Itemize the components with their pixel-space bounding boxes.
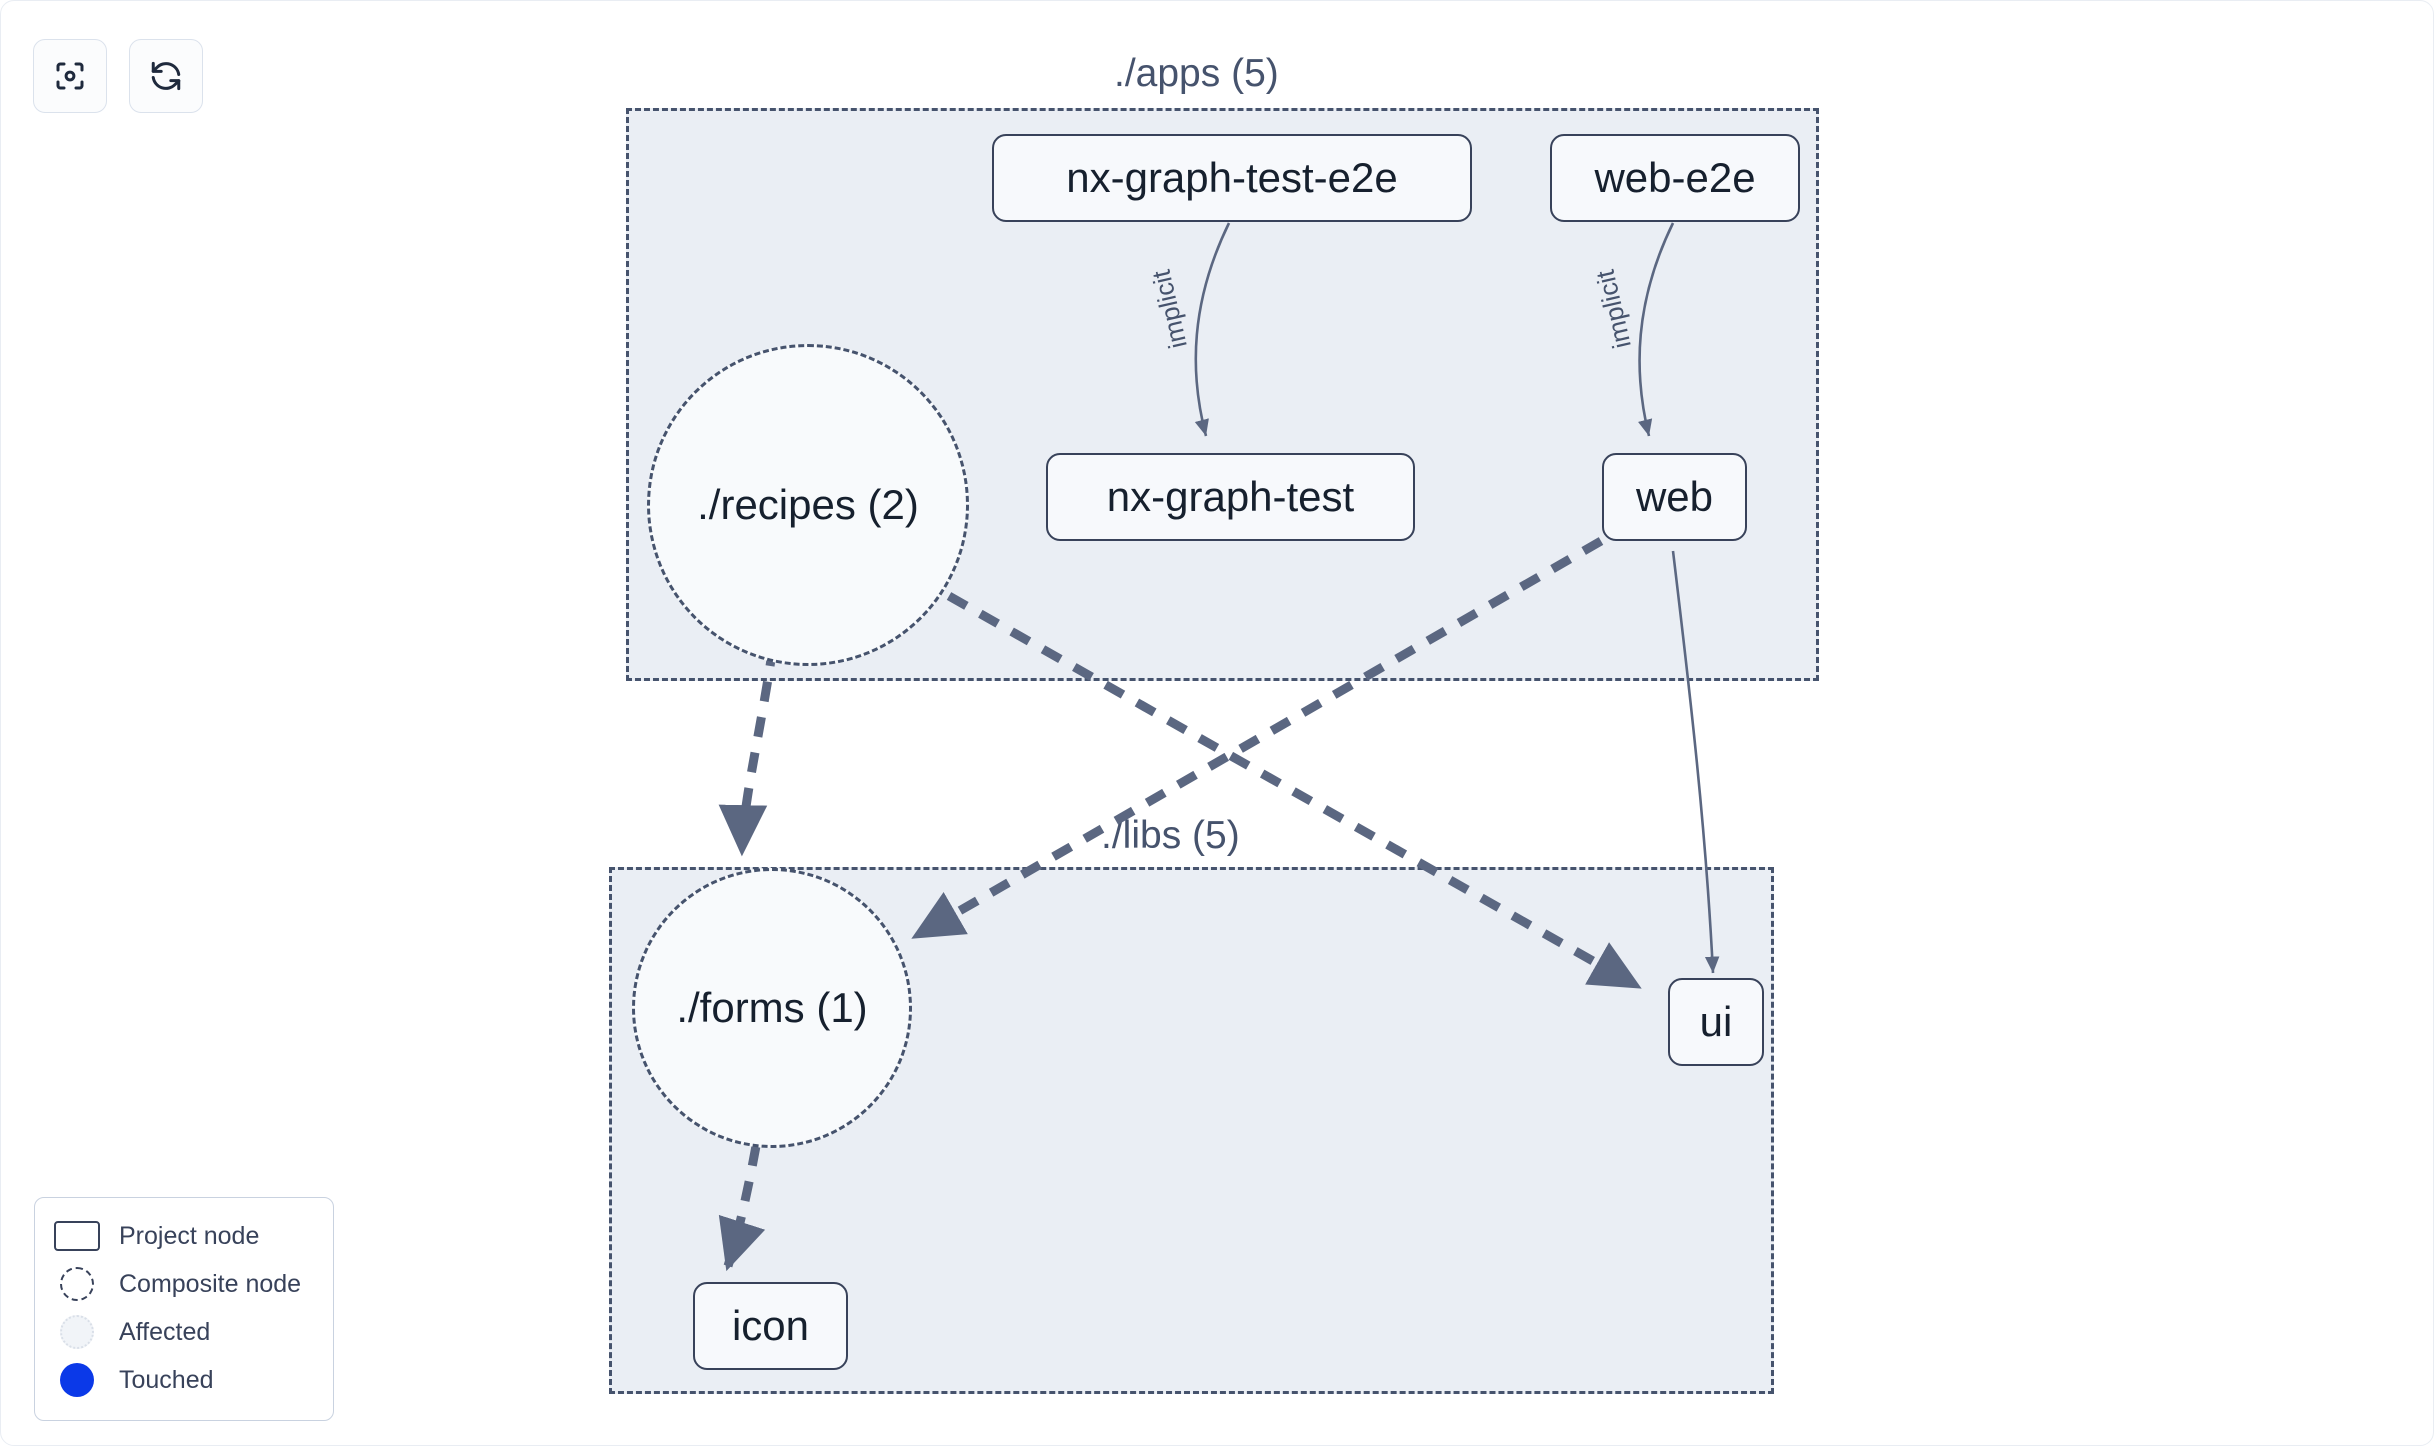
graph-toolbar [33, 39, 203, 113]
node-label: nx-graph-test-e2e [1066, 154, 1398, 201]
node-nx-graph-test-e2e[interactable]: nx-graph-test-e2e [992, 134, 1472, 222]
node-label: ./recipes (2) [697, 481, 919, 528]
node-label: icon [731, 1302, 810, 1349]
touched-swatch [53, 1363, 101, 1397]
node-label: web-e2e [1594, 154, 1756, 201]
composite-node-swatch [53, 1267, 101, 1301]
legend-label: Affected [119, 1317, 211, 1346]
affected-swatch [53, 1315, 101, 1349]
legend-label: Composite node [119, 1269, 302, 1298]
project-node-swatch [53, 1221, 101, 1251]
focus-target-icon [52, 58, 88, 94]
node-nx-graph-test[interactable]: nx-graph-test [1046, 453, 1415, 541]
node-web-e2e[interactable]: web-e2e [1550, 134, 1800, 222]
legend-label: Touched [119, 1365, 214, 1394]
node-web[interactable]: web [1602, 453, 1747, 541]
refresh-graph-button[interactable] [129, 39, 203, 113]
refresh-icon [148, 58, 184, 94]
node-label: nx-graph-test [1106, 473, 1355, 520]
focus-graph-button[interactable] [33, 39, 107, 113]
node-recipes[interactable]: ./recipes (2) [647, 344, 969, 666]
node-ui[interactable]: ui [1668, 978, 1764, 1066]
legend-item-affected: Affected [53, 1308, 315, 1356]
node-label: ./forms (1) [676, 984, 868, 1031]
legend-item-composite-node: Composite node [53, 1260, 315, 1308]
group-label-libs: ./libs (5) [1101, 814, 1240, 857]
graph-legend: Project node Composite node Affected Tou… [34, 1197, 334, 1421]
node-label: ui [1699, 998, 1733, 1045]
node-icon[interactable]: icon [693, 1282, 848, 1370]
legend-item-touched: Touched [53, 1356, 315, 1404]
group-label-apps: ./apps (5) [1114, 52, 1279, 95]
legend-item-project-node: Project node [53, 1212, 315, 1260]
node-label: web [1635, 473, 1714, 520]
node-forms[interactable]: ./forms (1) [632, 868, 912, 1148]
legend-label: Project node [119, 1221, 260, 1250]
